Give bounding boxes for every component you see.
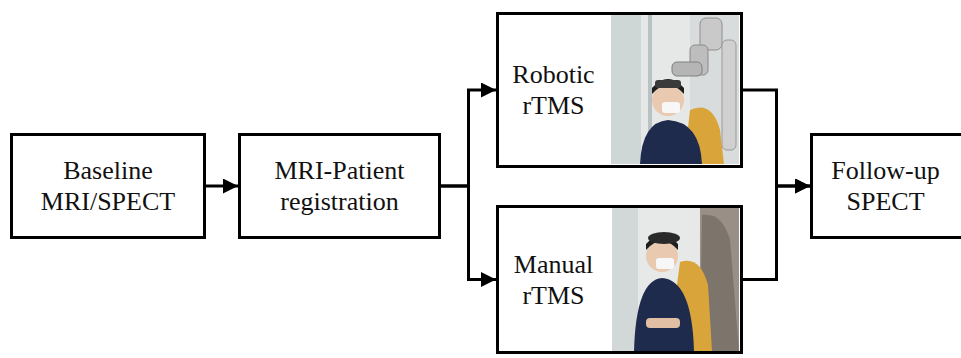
robotic-photo	[611, 15, 739, 164]
flow-arrow	[743, 186, 810, 280]
flow-arrow	[441, 90, 496, 186]
node-label: Follow-up SPECT	[818, 155, 953, 217]
output-box: Follow-up SPECT	[810, 133, 961, 239]
treatment-box: Manual rTMS	[496, 205, 743, 354]
node-label: Manual rTMS	[500, 249, 608, 311]
input-box: Baseline MRI/SPECT	[10, 133, 206, 239]
manual-photo	[612, 208, 739, 351]
node-label: Robotic rTMS	[500, 59, 608, 121]
process-box: MRI-Patient registration	[238, 133, 441, 239]
node-label: MRI-Patient registration	[247, 155, 432, 217]
flow-arrow	[441, 186, 496, 280]
treatment-box: Robotic rTMS	[496, 12, 743, 168]
flow-arrow	[206, 185, 238, 188]
node-label: Baseline MRI/SPECT	[18, 155, 198, 217]
flow-arrow	[743, 90, 810, 186]
